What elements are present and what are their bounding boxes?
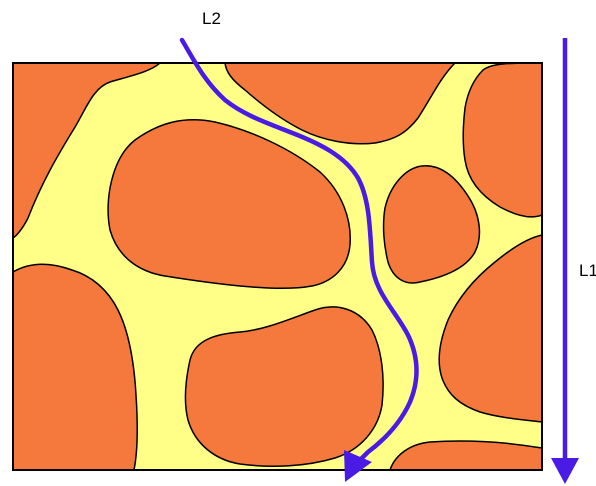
path-label-l2: L2 <box>202 9 221 28</box>
straight-length-arrowhead <box>551 458 579 484</box>
length-label-l1: L1 <box>579 261 596 280</box>
